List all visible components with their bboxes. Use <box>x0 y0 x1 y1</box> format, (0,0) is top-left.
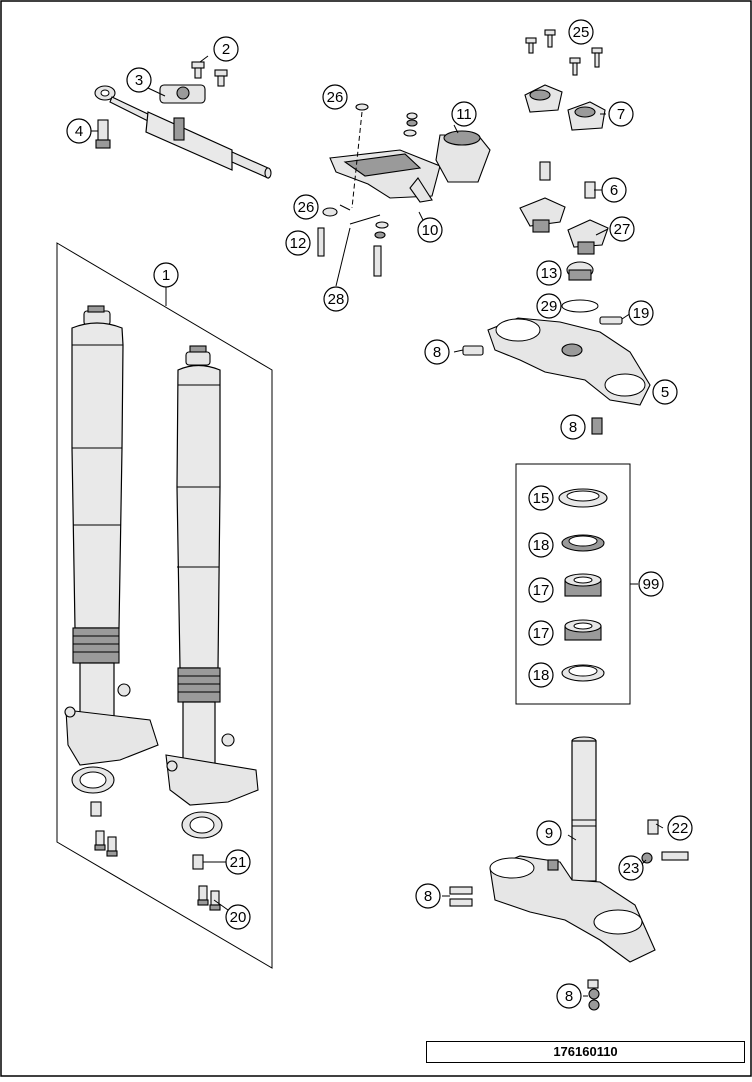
callout-label: 26 <box>298 199 315 216</box>
callout-label: 1 <box>162 267 170 284</box>
callout-8: 8 <box>560 414 586 440</box>
handlebar-clamps <box>519 29 609 255</box>
callout-12: 12 <box>285 230 311 256</box>
callout-22: 22 <box>667 815 693 841</box>
callout-label: 5 <box>661 384 669 401</box>
diagram-number: 176160110 <box>426 1041 745 1063</box>
callout-label: 27 <box>614 221 631 238</box>
callout-label: 12 <box>290 235 307 252</box>
callout-17: 17 <box>528 620 554 646</box>
callout-26: 26 <box>322 84 348 110</box>
callout-29: 29 <box>536 293 562 319</box>
callout-28: 28 <box>323 286 349 312</box>
callout-18: 18 <box>528 662 554 688</box>
callout-20: 20 <box>225 904 251 930</box>
callout-label: 9 <box>545 825 553 842</box>
callout-21: 21 <box>225 849 251 875</box>
callout-label: 18 <box>533 537 550 554</box>
callout-label: 8 <box>424 888 432 905</box>
callout-label: 22 <box>672 820 689 837</box>
callout-17: 17 <box>528 577 554 603</box>
callout-label: 10 <box>422 222 439 239</box>
callout-label: 6 <box>610 182 618 199</box>
callout-label: 18 <box>533 667 550 684</box>
callout-9: 9 <box>536 820 562 846</box>
callout-1: 1 <box>153 262 179 288</box>
callout-label: 26 <box>327 89 344 106</box>
callout-label: 17 <box>533 625 550 642</box>
bracket-small-parts <box>317 103 418 277</box>
damper-bolts <box>191 61 228 87</box>
callout-8: 8 <box>424 339 450 365</box>
upper-triple-clamp <box>462 261 651 435</box>
callout-label: 8 <box>569 419 577 436</box>
bearing-kit-parts <box>558 488 608 682</box>
callout-6: 6 <box>601 177 627 203</box>
callout-25: 25 <box>568 19 594 45</box>
callout-label: 29 <box>541 298 558 315</box>
callout-3: 3 <box>126 67 152 93</box>
callout-26: 26 <box>293 194 319 220</box>
callout-2: 2 <box>213 36 239 62</box>
callout-label: 17 <box>533 582 550 599</box>
callout-8: 8 <box>415 883 441 909</box>
callout-label: 7 <box>617 106 625 123</box>
callout-label: 8 <box>433 344 441 361</box>
callout-label: 19 <box>633 305 650 322</box>
callout-4: 4 <box>66 118 92 144</box>
right-fork-leg <box>165 345 259 839</box>
callout-label: 28 <box>328 291 345 308</box>
callout-label: 15 <box>533 490 550 507</box>
damper-pin <box>95 119 111 149</box>
callout-15: 15 <box>528 485 554 511</box>
lower-clamp-bolts <box>449 819 689 1011</box>
callout-13: 13 <box>536 260 562 286</box>
callout-label: 4 <box>75 123 83 140</box>
left-fork-leg <box>64 305 159 794</box>
callout-18: 18 <box>528 532 554 558</box>
fork-axle-bolts <box>90 801 221 911</box>
callout-label: 8 <box>565 988 573 1005</box>
callout-8: 8 <box>556 983 582 1009</box>
lower-triple-clamp <box>489 736 656 963</box>
callout-label: 21 <box>230 854 247 871</box>
fork-assembly-outline <box>56 242 273 969</box>
steering-damper <box>94 84 272 179</box>
callout-label: 20 <box>230 909 247 926</box>
callout-99: 99 <box>638 571 664 597</box>
callout-label: 23 <box>623 860 640 877</box>
callout-label: 2 <box>222 41 230 58</box>
callout-11: 11 <box>451 101 477 127</box>
callout-label: 25 <box>573 24 590 41</box>
damper-bracket <box>329 130 491 203</box>
callout-label: 99 <box>643 576 660 593</box>
callout-10: 10 <box>417 217 443 243</box>
callout-5: 5 <box>652 379 678 405</box>
callout-label: 3 <box>135 72 143 89</box>
callout-label: 11 <box>456 106 472 123</box>
callout-19: 19 <box>628 300 654 326</box>
callout-27: 27 <box>609 216 635 242</box>
callout-23: 23 <box>618 855 644 881</box>
callout-label: 13 <box>541 265 558 282</box>
callout-7: 7 <box>608 101 634 127</box>
